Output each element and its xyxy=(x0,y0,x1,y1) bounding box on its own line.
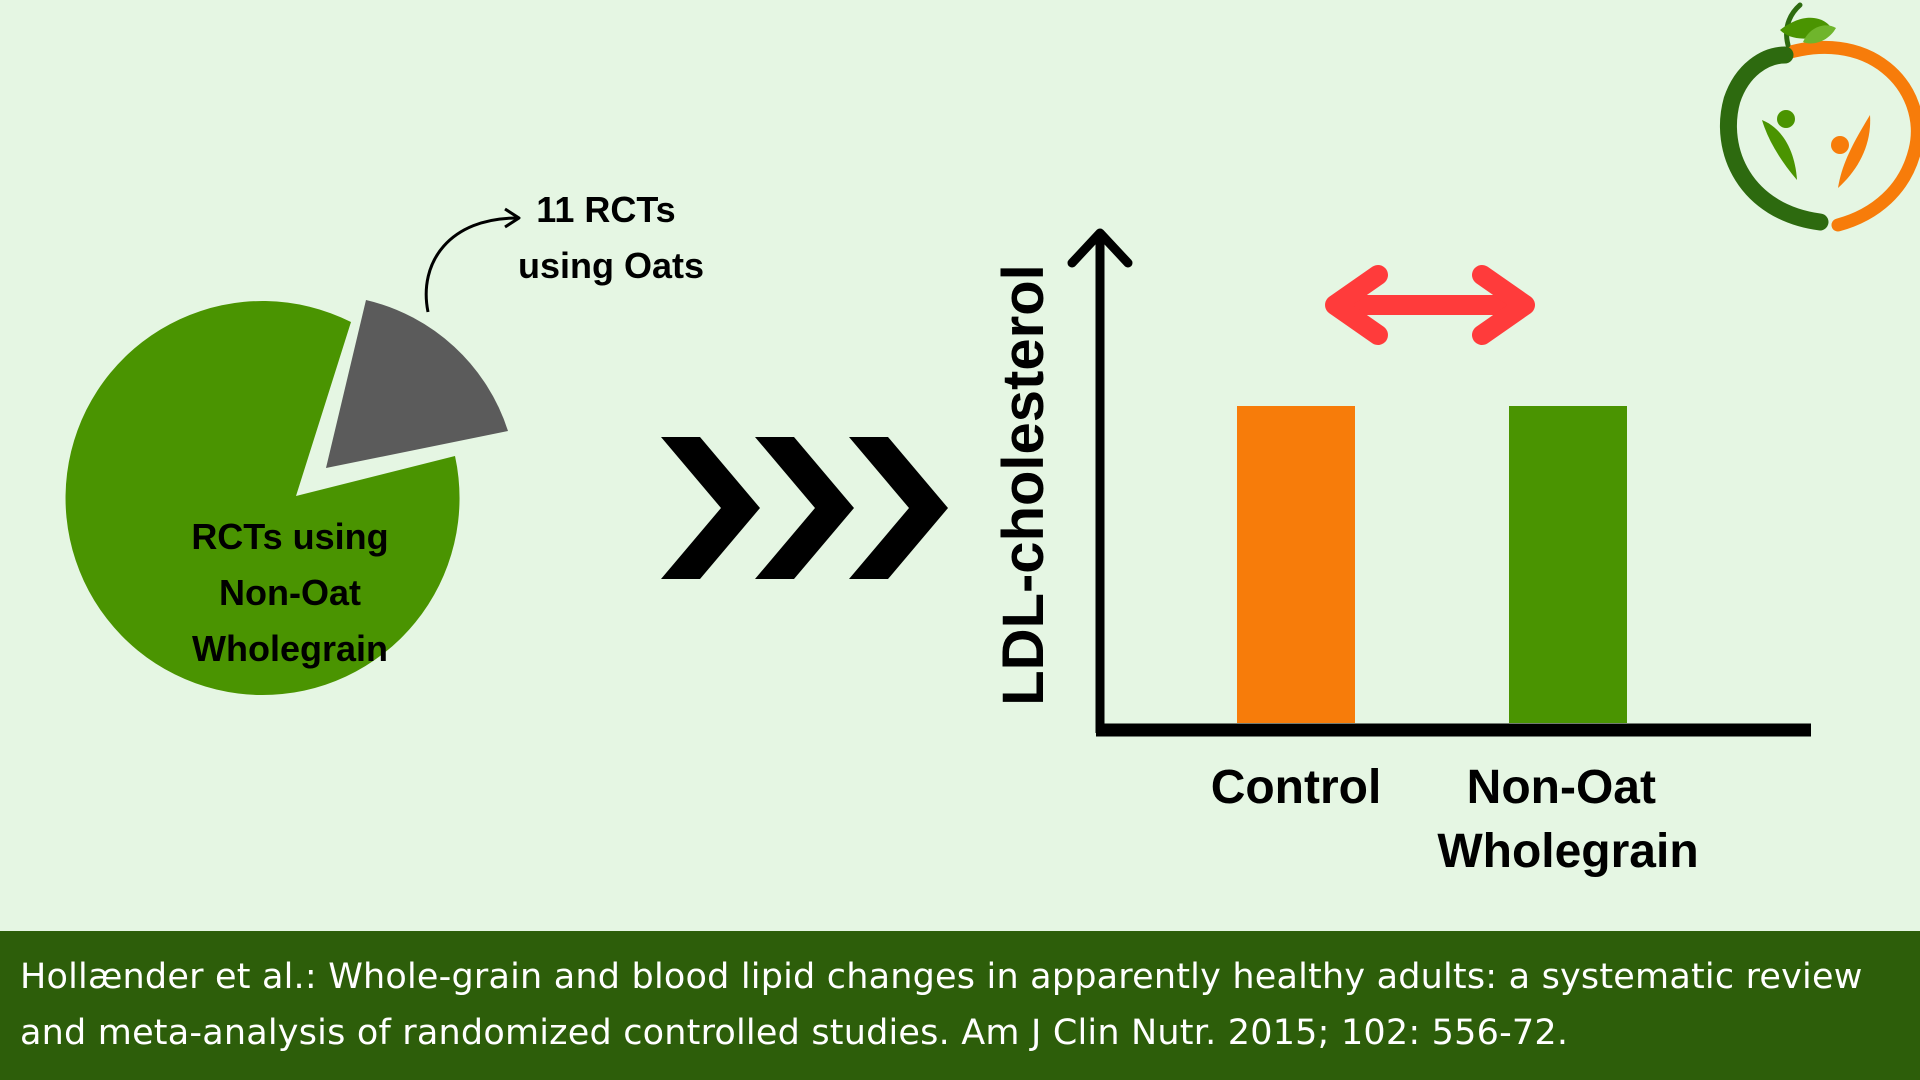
pie-center-label-line: Non-Oat xyxy=(219,572,361,613)
callout-label: 11 RCTs using Oats xyxy=(518,189,704,286)
pie-slice-non-oat-wholegrain xyxy=(65,301,460,696)
citation-footer: Hollænder et al.: Whole-grain and blood … xyxy=(0,931,1920,1080)
apple-family-logo-icon xyxy=(1720,2,1920,232)
y-axis-label: LDL-cholesterol xyxy=(991,264,1056,706)
pie-center-label-line: RCTs using xyxy=(191,516,388,557)
pie-center-label: RCTs using Non-Oat Wholegrain xyxy=(191,516,398,669)
x-tick-label-line: Non-Oat xyxy=(1467,761,1656,814)
citation-text: Hollænder et al.: Whole-grain and blood … xyxy=(20,949,1900,1061)
triple-chevron-right-icon xyxy=(661,437,948,579)
bar-non-oat-wholegrain xyxy=(1509,406,1627,723)
callout-label-line: using Oats xyxy=(518,245,704,286)
bar-control xyxy=(1237,406,1355,723)
callout-label-line: 11 RCTs xyxy=(536,189,675,230)
x-tick-label-line: Wholegrain xyxy=(1437,825,1698,878)
y-axis-arrowhead-icon xyxy=(1067,228,1133,268)
double-headed-arrow-icon xyxy=(1325,265,1535,345)
bar-chart: LDL-cholesterol Control Non-Oat Wholegra… xyxy=(991,228,1811,878)
x-tick-label-control: Control xyxy=(1211,761,1382,814)
pie-center-label-line: Wholegrain xyxy=(192,628,388,669)
x-tick-label-line: Control xyxy=(1211,761,1382,814)
x-tick-label-non-oat-wholegrain: Non-Oat Wholegrain xyxy=(1437,761,1698,878)
callout-arrow-icon xyxy=(424,207,521,313)
pie-slice-oats xyxy=(326,300,508,468)
pie-chart: RCTs using Non-Oat Wholegrain xyxy=(65,300,508,696)
bar-group xyxy=(1237,406,1627,723)
citation-line: Hollænder et al.: Whole-grain and blood … xyxy=(20,957,1863,997)
citation-line: and meta-analysis of randomized controll… xyxy=(20,1013,1569,1053)
